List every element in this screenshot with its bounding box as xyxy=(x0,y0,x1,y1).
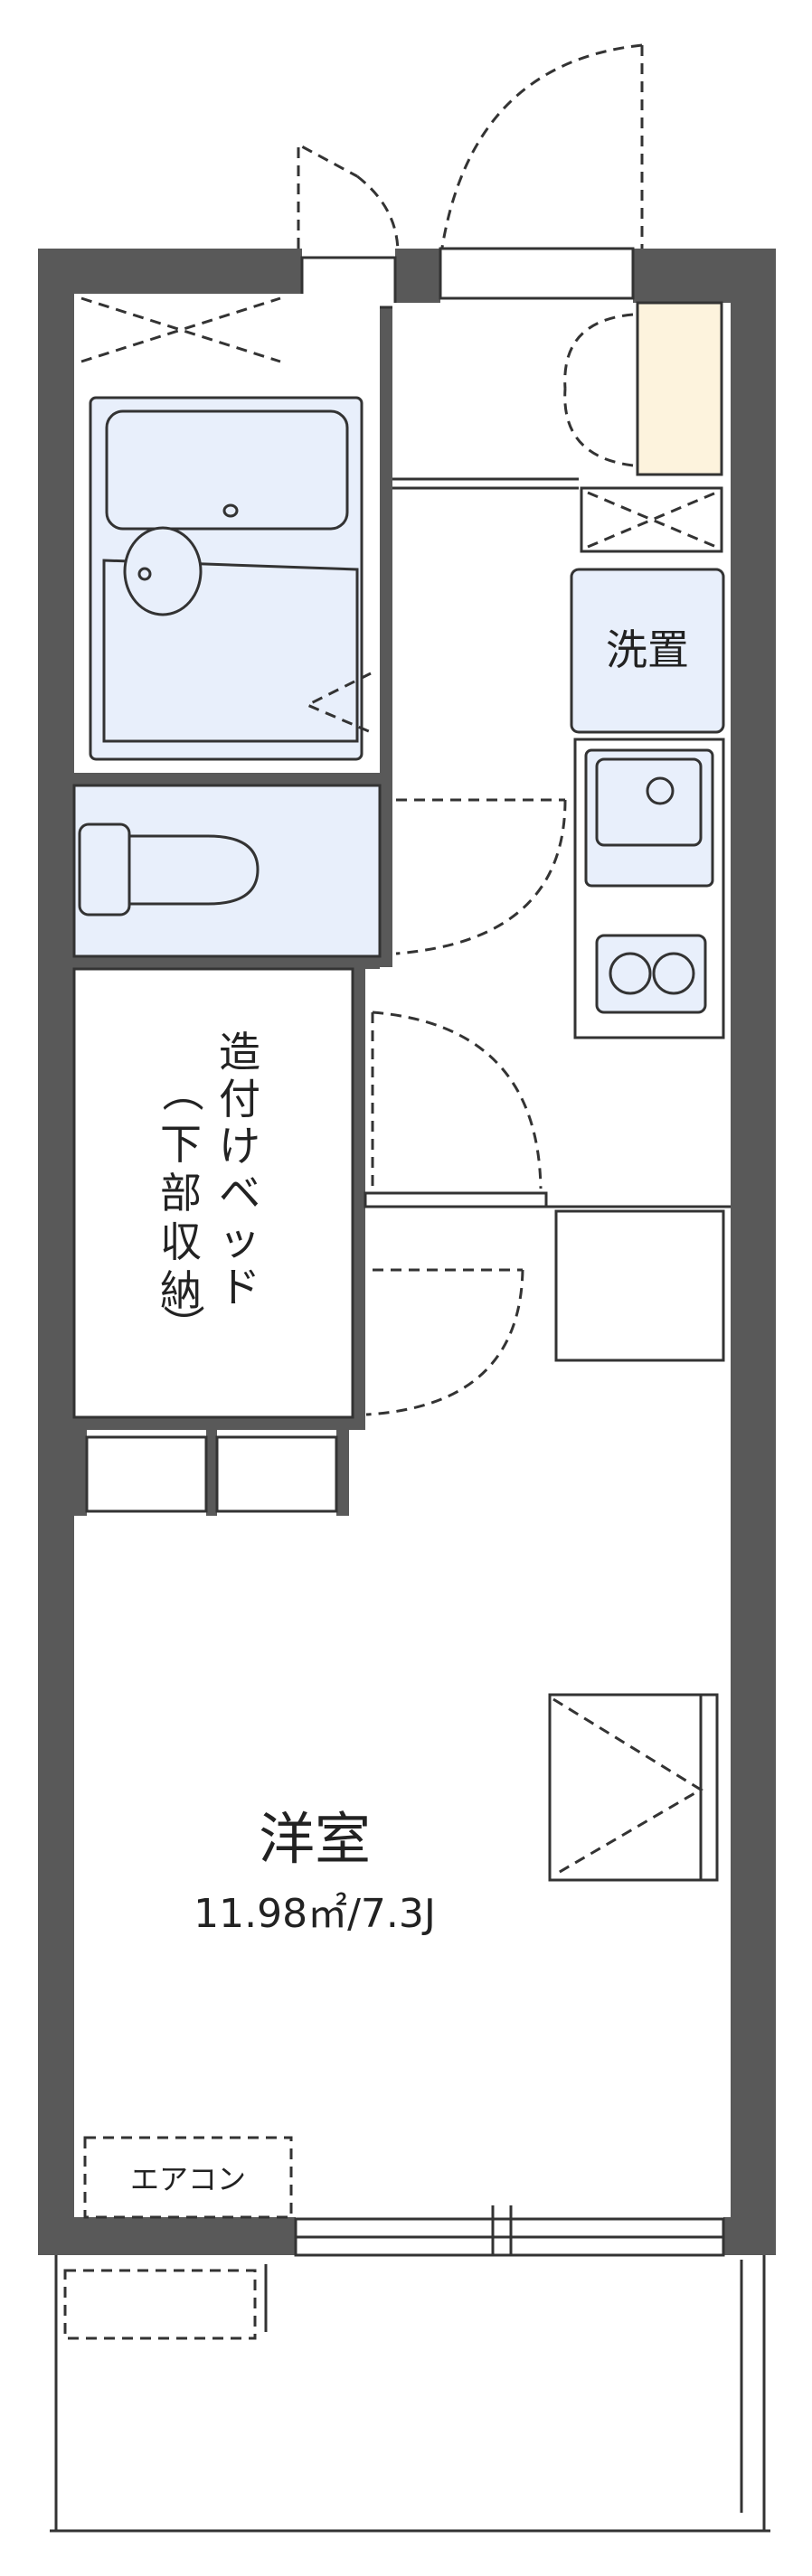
washer-place xyxy=(570,568,725,734)
sink-drain xyxy=(646,776,675,805)
entrance-door-main xyxy=(439,43,644,254)
aircon-label: エアコン xyxy=(130,2162,246,2196)
toilet-room xyxy=(72,784,382,958)
room-door xyxy=(371,1011,543,1189)
storage-char-2: 下 xyxy=(160,1120,202,1169)
bed-char-5: ッ xyxy=(219,1216,260,1264)
toilet-door xyxy=(395,798,567,955)
bath-door-swing xyxy=(304,672,372,734)
bathroom xyxy=(74,294,380,773)
entrance-door-small xyxy=(297,142,400,254)
bed-char-1: 造 xyxy=(219,1028,260,1076)
bed-char-6: ド xyxy=(219,1263,260,1312)
western-room-name: 洋室 xyxy=(259,1806,371,1872)
toilet-tank xyxy=(78,823,131,917)
burner-left xyxy=(609,952,652,995)
room-door-frame xyxy=(364,1191,548,1208)
closet-door xyxy=(365,1268,524,1416)
closet-shelves xyxy=(85,1435,338,1513)
drain xyxy=(222,503,239,518)
bathtub-inner xyxy=(105,409,349,531)
storage-char-6: ） xyxy=(158,1304,207,1346)
bathtub xyxy=(89,396,364,761)
washbasin xyxy=(123,526,203,616)
balcony xyxy=(50,2255,770,2533)
bathtub-basin xyxy=(102,559,359,743)
storage-char-5: 納 xyxy=(160,1266,202,1315)
kitchen-counter xyxy=(573,738,725,1039)
toilet-bowl xyxy=(129,834,260,906)
sink-basin xyxy=(595,757,703,847)
faucet-dot xyxy=(137,567,152,581)
washer-label: 洗置 xyxy=(606,625,689,674)
refrigerator-space xyxy=(554,1209,725,1362)
balcony-window xyxy=(294,2205,725,2257)
under-storage-label: （ 下 部 収 納 ） xyxy=(157,1070,207,1346)
western-closet xyxy=(548,1693,719,1882)
western-room-area: 11.98㎡/7.3J xyxy=(194,1891,436,1937)
shoe-box-swing-2 xyxy=(563,388,634,467)
bed-char-3: け xyxy=(219,1122,260,1170)
built-in-bed-area xyxy=(72,967,354,1419)
storage-char-3: 部 xyxy=(160,1169,202,1217)
bed-char-2: 付 xyxy=(219,1075,260,1123)
outdoor-unit xyxy=(63,2269,257,2340)
storage-hatch xyxy=(580,486,723,553)
shoe-box xyxy=(636,301,723,476)
aircon-unit xyxy=(83,2136,293,2219)
built-in-bed-label: 造 付 け ベ ッ ド xyxy=(219,1028,260,1312)
burner-right xyxy=(652,952,695,995)
bed-char-4: ベ xyxy=(219,1169,260,1217)
entrance-threshold xyxy=(439,247,635,300)
storage-char-1: （ xyxy=(157,1070,206,1112)
shoe-box-swing-1 xyxy=(563,313,634,390)
storage-char-4: 収 xyxy=(160,1217,202,1266)
